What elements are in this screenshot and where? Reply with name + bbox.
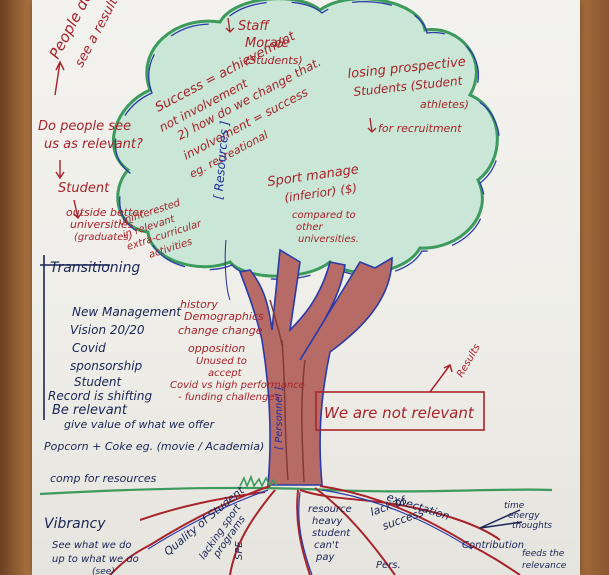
time-energy-line3: thoughts (512, 521, 552, 531)
outside-better-line3: (graduates) (74, 232, 133, 243)
see-what-line2: up to what we do (52, 554, 139, 565)
transition-item-5: Student (74, 375, 123, 389)
tree-canopy (111, 0, 499, 278)
covid-line2: - funding challenges (178, 392, 280, 403)
sport-manage-line5: universities. (298, 234, 359, 245)
for-recruitment: for recruitment (378, 122, 462, 135)
opposition-line3: accept (208, 368, 243, 379)
outside-better-line2: universities (70, 218, 134, 231)
transition-item-2: Vision 20/20 (70, 323, 145, 337)
covid-line1: Covid vs high performance (170, 380, 305, 391)
wooden-wall-left (0, 0, 34, 575)
transition-item-3: Covid (72, 341, 106, 355)
results-text: Results (455, 342, 483, 379)
resource-heavy-line3: student (312, 528, 351, 539)
give-value: give value of what we offer (64, 418, 216, 431)
transition-item-1: New Management (72, 305, 182, 319)
see-what-line1: See what we do (52, 540, 132, 551)
staff-morale-line2: Morale (245, 36, 289, 51)
do-people-see-line2: us as relevant? (44, 137, 143, 152)
transitioning-heading: Transitioning (50, 260, 140, 276)
resource-heavy-line4: can't (314, 540, 340, 551)
history-line3: change change (178, 324, 263, 337)
comp-for-resources: comp for resources (50, 472, 157, 485)
sport-manage-line3: compared to (292, 210, 356, 221)
be-relevant: Be relevant (52, 403, 128, 418)
tree-roots (109, 485, 521, 575)
bottom-mid-label: Pers. (376, 560, 401, 571)
popcorn-note: Popcorn + Coke eg. (movie / Academia) (44, 440, 264, 453)
resource-heavy-line5: pay (315, 552, 335, 563)
student-note: Student (58, 181, 110, 196)
losing-prospective-line3: athletes) (420, 98, 469, 111)
staff-morale-line1: Staff (238, 19, 270, 34)
sport-manage-line4: other (296, 222, 324, 233)
feeds-line2: relevance (522, 561, 567, 571)
transition-item-6: Record is shifting (48, 389, 152, 403)
not-relevant-text: We are not relevant (324, 404, 475, 422)
vibrancy: Vibrancy (44, 516, 106, 532)
staff-morale-line3: (Students) (245, 54, 303, 67)
not-relevant-box (315, 391, 485, 431)
feeds-line1: feeds the (522, 549, 565, 559)
tree-trunk (238, 248, 393, 486)
resource-heavy-line1: resource (308, 504, 352, 515)
personnel-label: [ Personnel ] (274, 387, 285, 450)
outside-better-line1: outside better (66, 206, 145, 219)
resources-label: [ Resources ] (211, 120, 232, 200)
bottom-left-label: SPE (234, 541, 245, 560)
resource-heavy-line2: heavy (312, 516, 344, 527)
see-what-line3: (see) (92, 567, 115, 575)
contribution: Contribution (462, 540, 524, 551)
time-energy-line2: energy (508, 511, 540, 521)
time-energy-line1: time (504, 501, 525, 511)
history-line2: Demographics (184, 310, 264, 323)
history-line1: history (180, 298, 218, 311)
wooden-wall-right (575, 0, 609, 575)
opposition-line2: Unused to (196, 356, 247, 367)
do-people-see-line1: Do people see (38, 119, 131, 134)
opposition-line1: opposition (188, 342, 245, 355)
transition-item-4: sponsorship (70, 359, 143, 373)
